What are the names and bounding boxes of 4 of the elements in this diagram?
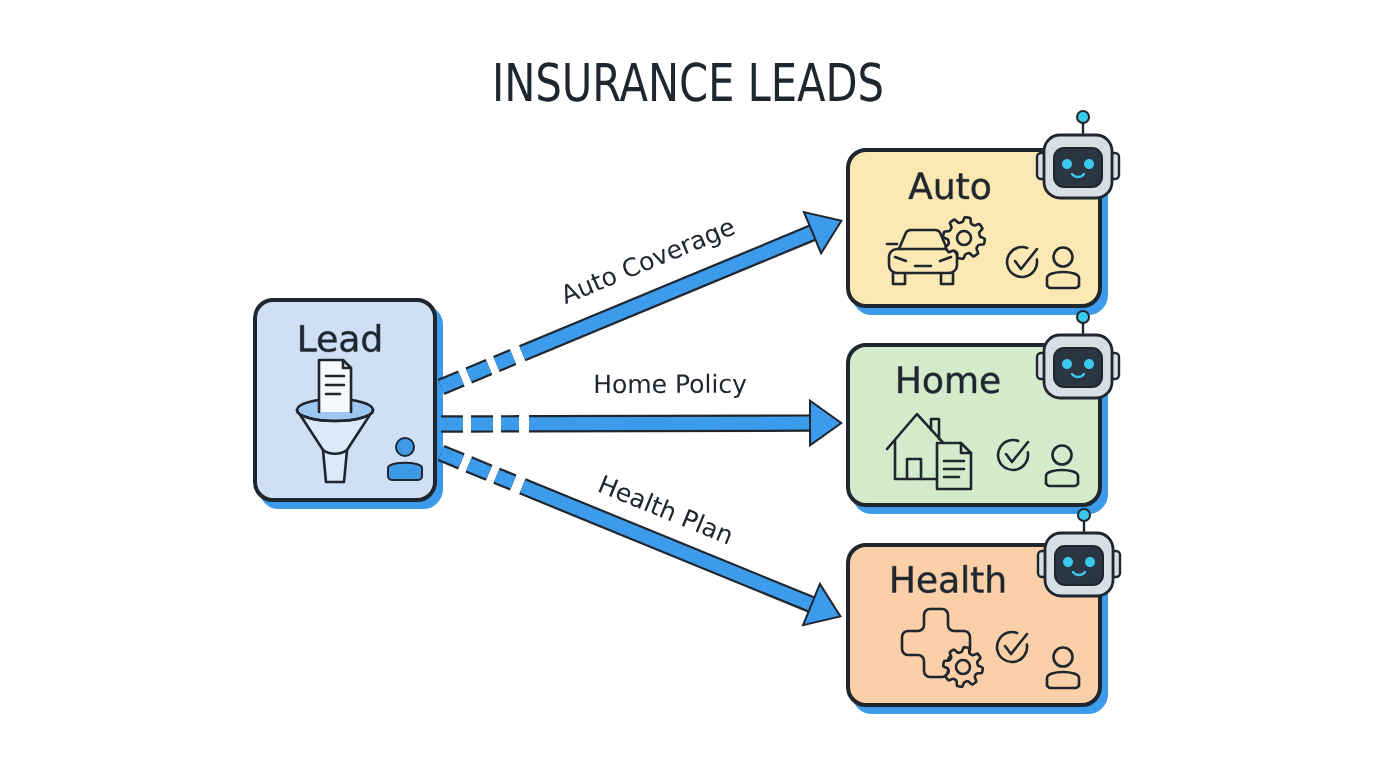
arrow	[437, 444, 842, 627]
title: INSURANCE LEADS	[496, 62, 882, 102]
arrow	[437, 210, 843, 396]
edge-label: Home Policy	[590, 370, 750, 402]
